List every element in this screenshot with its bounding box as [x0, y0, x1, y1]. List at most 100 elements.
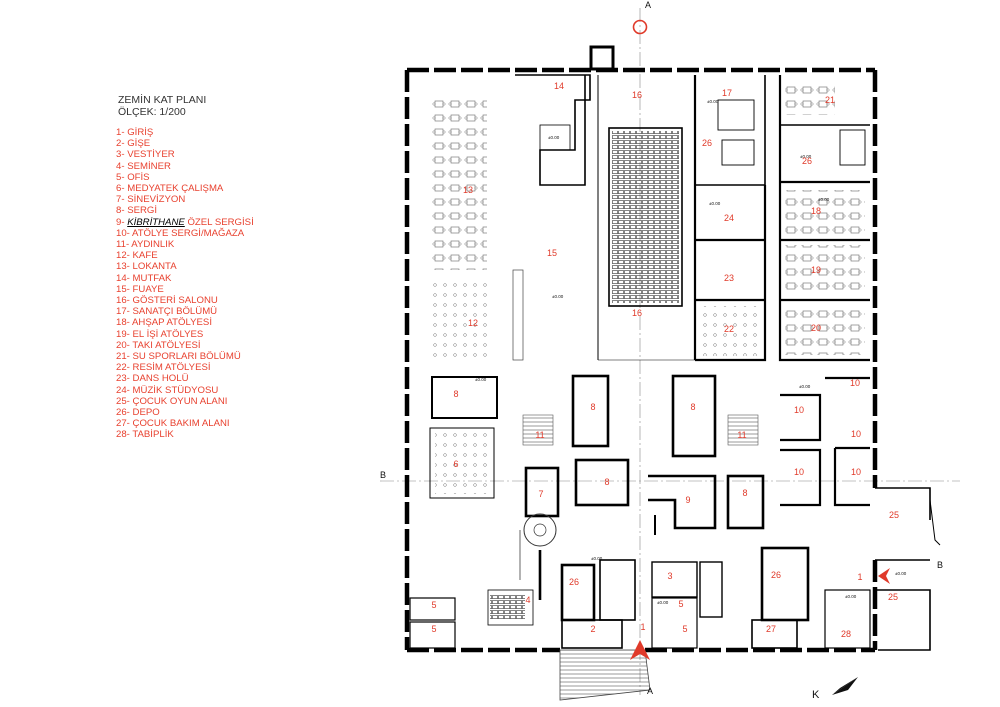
legend-item: 4- SEMİNER: [116, 161, 254, 172]
room-label: 8: [742, 488, 747, 498]
section-marker-top: [632, 19, 648, 35]
legend-item-text: 6- MEDYATEK ÇALIŞMA: [116, 183, 224, 195]
elevation-marker: ±0.00: [657, 600, 669, 605]
room-label: 24: [724, 213, 734, 223]
north-arrow-icon: K: [812, 677, 858, 701]
room-label: 10: [851, 429, 861, 439]
room-label: 11: [737, 430, 746, 440]
entrance-arrow-east: [878, 568, 890, 584]
legend-item: 11- AYDINLIK: [116, 239, 254, 250]
room-label: 11: [535, 430, 544, 440]
room-label: 10: [851, 467, 861, 477]
legend-item: 16- GÖSTERİ SALONU: [116, 295, 254, 306]
legend-item: 1- GİRİŞ: [116, 127, 254, 138]
plan-title: ZEMİN KAT PLANI: [118, 94, 207, 106]
legend-item-text: 5- OFİS: [116, 171, 150, 183]
room-label: 26: [702, 138, 712, 148]
legend-item: 7- SİNEVİZYON: [116, 194, 254, 205]
room-label: 10: [794, 405, 804, 415]
legend-item: 27- ÇOCUK BAKIM ALANI: [116, 418, 254, 429]
interior-walls: [409, 74, 941, 651]
elevation-markers: ±0.00 ±0.00 ±0.00 ±0.00 ±0.00 ±0.00 ±0.00 ±0.00…: [475, 99, 907, 605]
legend-item: 10- ATÖLYE SERGİ/MAĞAZA: [116, 228, 254, 239]
legend-item-text: 7- SİNEVİZYON: [116, 194, 186, 206]
elevation-marker: ±0.00: [475, 377, 487, 382]
legend-item: 15- FUAYE: [116, 284, 254, 295]
room-label: 26: [771, 570, 781, 580]
legend-item: 3- VESTİYER: [116, 149, 254, 160]
elevation-marker: ±0.00: [895, 571, 907, 576]
room-label: 1: [857, 572, 862, 582]
legend-item: 18- AHŞAP ATÖLYESİ: [116, 317, 254, 328]
legend-item-text: 24- MÜZİK STÜDYOSU: [116, 384, 219, 396]
room-label: 10: [850, 378, 860, 388]
legend-item: 25- ÇOCUK OYUN ALANI: [116, 396, 254, 407]
room-label: 25: [888, 592, 898, 602]
legend-item: 19- EL İŞİ ATÖLYES: [116, 329, 254, 340]
legend-item: 5- OFİS: [116, 172, 254, 183]
legend-item: 24- MÜZİK STÜDYOSU: [116, 385, 254, 396]
room-label: 2: [590, 624, 595, 634]
legend-item-text: 18- AHŞAP ATÖLYESİ: [116, 317, 212, 329]
legend-item: 9- KİBRİTHANE ÖZEL SERGİSİ: [116, 217, 254, 228]
section-label-a-top: A: [645, 0, 651, 10]
room-label: 9: [685, 495, 690, 505]
chimney-block: [589, 45, 615, 71]
legend-item: 26- DEPO: [116, 407, 254, 418]
elevation-marker: ±0.00: [552, 294, 564, 299]
exterior-walls: [404, 67, 878, 653]
room-label: 5: [682, 624, 687, 634]
legend-item-text: 12- KAFE: [116, 250, 158, 262]
room-label: 8: [590, 402, 595, 412]
legend-item-text: 9-: [116, 216, 128, 228]
room-label: 21: [825, 95, 835, 105]
elevation-marker: ±0.00: [591, 556, 603, 561]
legend-item: 13- LOKANTA: [116, 261, 254, 272]
room-label: 8: [604, 477, 609, 487]
elevation-marker: ±0.00: [818, 197, 830, 202]
legend-item: 28- TABİPLİK: [116, 429, 254, 440]
section-label-b-left: B: [380, 470, 386, 480]
elevation-marker: ±0.00: [707, 99, 719, 104]
room-label: 13: [463, 185, 473, 195]
legend-item-text: 11- AYDINLIK: [116, 239, 175, 251]
legend-item-text: 28- TABİPLİK: [116, 429, 174, 441]
room-label: 26: [569, 577, 579, 587]
legend-item: 6- MEDYATEK ÇALIŞMA: [116, 183, 254, 194]
room-label: 14: [554, 81, 564, 91]
room-label: 5: [678, 599, 683, 609]
legend-item-text: 3- VESTİYER: [116, 149, 175, 161]
elevation-marker: ±0.00: [800, 154, 812, 159]
legend-item: 14- MUTFAK: [116, 273, 254, 284]
legend-item-text: 25- ÇOCUK OYUN ALANI: [116, 395, 228, 407]
room-label: 26: [802, 156, 812, 166]
room-label: 4: [525, 595, 530, 605]
section-label-a-bottom: A: [647, 686, 653, 696]
room-label: 6: [453, 459, 458, 469]
legend-item: 20- TAKI ATÖLYESİ: [116, 340, 254, 351]
legend-item-suffix: ÖZEL SERGİSİ: [184, 216, 254, 228]
section-label-b-right: B: [937, 560, 943, 570]
legend-item-text: 2- GİŞE: [116, 138, 151, 150]
legend-item-text: 17- SANATÇI BÖLÜMÜ: [116, 306, 218, 318]
room-label: 7: [538, 489, 543, 499]
legend-item-text: 8- SERGİ: [116, 205, 158, 217]
legend-item: 23- DANS HOLÜ: [116, 373, 254, 384]
legend-item-text: 13- LOKANTA: [116, 261, 177, 273]
legend-item-text: 27- ÇOCUK BAKIM ALANI: [116, 418, 230, 430]
legend-item: 22- RESİM ATÖLYESİ: [116, 362, 254, 373]
room-label: 19: [811, 265, 821, 275]
elevation-marker: ±0.00: [709, 201, 721, 206]
room-label: 25: [889, 510, 899, 520]
north-label: K: [812, 689, 820, 701]
room-label: 16: [632, 308, 642, 318]
room-label: 8: [453, 389, 458, 399]
room-label: 1: [640, 622, 645, 632]
legend-item-text: 19- EL İŞİ ATÖLYES: [116, 328, 204, 340]
legend-item-text: 1- GİRİŞ: [116, 127, 154, 138]
room-label: 15: [547, 248, 557, 258]
room-label: 10: [794, 467, 804, 477]
legend-item: 2- GİŞE: [116, 138, 254, 149]
